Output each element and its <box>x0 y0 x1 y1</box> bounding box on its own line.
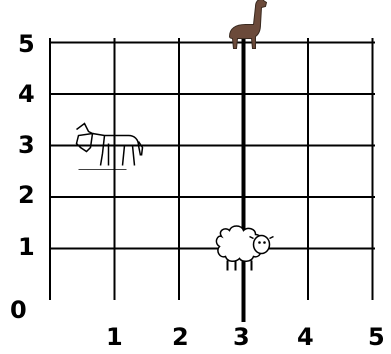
x-tick-label: 4 <box>297 323 314 351</box>
x-tick-label: 1 <box>106 323 123 351</box>
y-tick-labels: 5 4 3 2 1 0 <box>10 30 35 324</box>
y-tick-label: 1 <box>18 233 35 261</box>
grid-lines <box>50 38 375 300</box>
y-tick-label: 2 <box>18 181 35 209</box>
y-tick-label: 4 <box>18 80 35 108</box>
x-tick-labels: 1 2 3 4 5 <box>106 323 385 351</box>
y-tick-label: 3 <box>18 131 35 159</box>
x-tick-label: 2 <box>172 323 189 351</box>
x-tick-label: 5 <box>368 323 385 351</box>
y-tick-label: 5 <box>18 30 35 58</box>
x-tick-label: 3 <box>233 323 250 351</box>
llama-icon <box>230 0 267 49</box>
y-tick-label: 0 <box>10 296 27 324</box>
